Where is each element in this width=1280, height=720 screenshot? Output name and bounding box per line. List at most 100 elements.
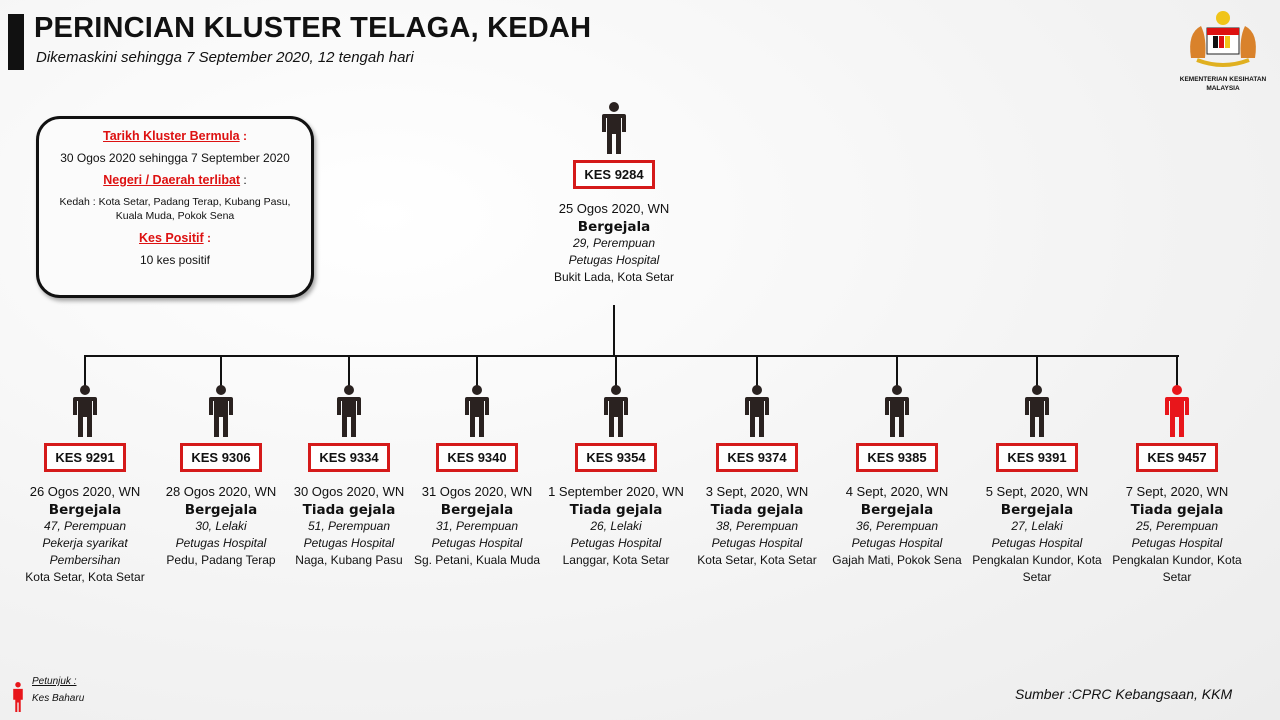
logo-text-line2: MALAYSIA — [1206, 85, 1240, 92]
case-date: 31 Ogos 2020, WN — [421, 484, 533, 499]
case-date: 3 Sept, 2020, WN — [705, 484, 809, 499]
case-status: Tiada gejala — [710, 502, 804, 518]
case-id-box: KES 9334 — [308, 443, 390, 472]
case-occupation: Petugas Hospital — [991, 536, 1083, 550]
case-age-gender: 38, Perempuan — [715, 519, 799, 533]
person-icon — [1025, 385, 1049, 437]
case-id-box: KES 9374 — [716, 443, 798, 472]
person-icon — [602, 102, 626, 154]
connector-line — [1176, 356, 1178, 388]
case-date: 26 Ogos 2020, WN — [29, 484, 141, 499]
case-occupation: Petugas Hospital — [1131, 536, 1223, 550]
cluster-info-box: Tarikh Kluster Bermula : 30 Ogos 2020 se… — [36, 116, 314, 298]
case-status: Bergejala — [184, 502, 258, 518]
case-age-gender: 30, Lelaki — [195, 519, 247, 533]
connector-line — [896, 356, 898, 388]
person-icon — [337, 385, 361, 437]
area-label: Negeri / Daerah terlibat — [103, 173, 241, 187]
case-id-box: KES 9306 — [180, 443, 262, 472]
case-age-gender: 29, Perempuan — [572, 236, 656, 250]
case-id-box: KES 9291 — [44, 443, 126, 472]
case-id-box: KES 9457 — [1136, 443, 1218, 472]
case-age-gender: 27, Lelaki — [1011, 519, 1063, 533]
connector-line — [476, 356, 478, 388]
person-icon — [745, 385, 769, 437]
start-value: 30 Ogos 2020 sehingga 7 September 2020 — [60, 151, 290, 165]
positive-label: Kes Positif — [139, 231, 204, 245]
case-status: Bergejala — [48, 502, 122, 518]
new-case-person-icon — [13, 682, 23, 712]
case-occupation: Petugas Hospital — [431, 536, 523, 550]
case-occupation: Petugas Hospital — [303, 536, 395, 550]
case-location: Bukit Lada, Kota Setar — [553, 270, 675, 284]
case-location: Langgar, Kota Setar — [562, 553, 670, 567]
case-location: Pengkalan Kundor, Kota Setar — [972, 553, 1102, 584]
case-occupation: Petugas Hospital — [851, 536, 943, 550]
connector-line — [1036, 356, 1038, 388]
new-case-person-icon — [1165, 385, 1189, 437]
case-location: Naga, Kubang Pasu — [295, 553, 403, 567]
positive-value: 10 kes positif — [139, 253, 211, 267]
case-id-box: KES 9284 — [573, 160, 655, 189]
case-status: Tiada gejala — [569, 502, 663, 518]
case-date: 5 Sept, 2020, WN — [985, 484, 1089, 499]
connector-line — [615, 356, 617, 388]
case-status: Bergejala — [440, 502, 514, 518]
case-id-box: KES 9385 — [856, 443, 938, 472]
connector-line — [613, 305, 615, 356]
coat-of-arms-icon — [1190, 11, 1256, 67]
case-occupation: Petugas Hospital — [175, 536, 267, 550]
person-icon — [209, 385, 233, 437]
case-age-gender: 25, Perempuan — [1135, 519, 1219, 533]
case-id-box: KES 9391 — [996, 443, 1078, 472]
case-age-gender: 26, Lelaki — [590, 519, 642, 533]
page-subtitle: Dikemaskini sehingga 7 September 2020, 1… — [36, 49, 414, 66]
colon: : — [242, 129, 247, 143]
case-date: 1 September 2020, WN — [548, 484, 684, 499]
case-status: Bergejala — [1000, 502, 1074, 518]
source-note: Sumber :CPRC Kebangsaan, KKM — [1015, 686, 1233, 702]
connector-line — [756, 356, 758, 388]
title-accent-bar — [8, 14, 24, 70]
case-status: Tiada gejala — [1130, 502, 1224, 518]
legend-title: Petunjuk : — [32, 676, 77, 687]
start-label: Tarikh Kluster Bermula — [103, 129, 240, 143]
colon: : — [243, 173, 247, 187]
case-occupation: Petugas Hospital — [568, 253, 660, 267]
case-location: Sg. Petani, Kuala Muda — [413, 553, 541, 567]
person-icon — [885, 385, 909, 437]
legend: Petunjuk : Kes Baharu — [10, 676, 85, 712]
case-occupation: Petugas Hospital — [711, 536, 803, 550]
connector-line — [220, 356, 222, 388]
kkm-logo: KEMENTERIAN KESIHATAN MALAYSIA — [1168, 8, 1278, 93]
colon: : — [206, 231, 211, 245]
case-age-gender: 31, Perempuan — [435, 519, 519, 533]
person-icon — [604, 385, 628, 437]
case-location: Gajah Mati, Pokok Sena — [832, 553, 962, 567]
case-occupation: Petugas Hospital — [570, 536, 662, 550]
connector-line — [84, 356, 86, 388]
case-location: Kota Setar, Kota Setar — [25, 570, 145, 584]
case-id-box: KES 9340 — [436, 443, 518, 472]
connector-line — [84, 355, 1179, 357]
person-icon — [73, 385, 97, 437]
case-location: Kota Setar, Kota Setar — [697, 553, 817, 567]
legend-new-case: Kes Baharu — [32, 693, 85, 704]
area-value: Kedah : Kota Setar, Padang Terap, Kubang… — [59, 196, 291, 222]
page-title: PERINCIAN KLUSTER TELAGA, KEDAH — [34, 12, 592, 44]
case-location: Pengkalan Kundor, Kota Setar — [1112, 553, 1242, 584]
case-date: 28 Ogos 2020, WN — [165, 484, 277, 499]
case-status: Tiada gejala — [302, 502, 396, 518]
case-age-gender: 36, Perempuan — [855, 519, 939, 533]
case-date: 25 Ogos 2020, WN — [558, 201, 670, 216]
case-id-box: KES 9354 — [575, 443, 657, 472]
person-icon — [465, 385, 489, 437]
